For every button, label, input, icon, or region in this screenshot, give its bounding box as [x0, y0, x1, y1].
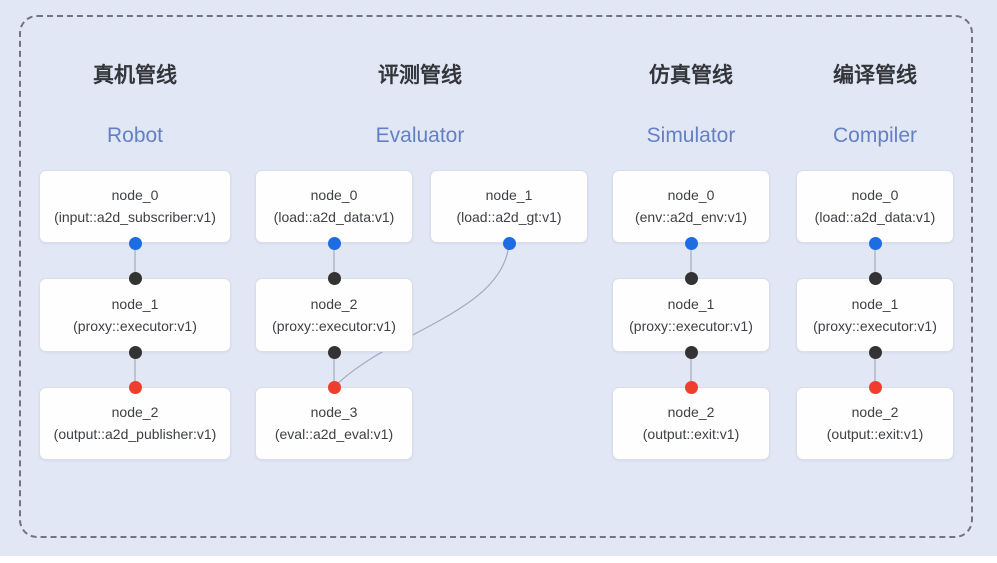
red-port-dot [128, 380, 142, 394]
node-label: node_0 [111, 187, 159, 203]
pipeline-node: node_2(output::exit:v1) [796, 387, 954, 460]
node-sublabel: (input::a2d_subscriber:v1) [54, 209, 216, 225]
pipeline-node: node_2(proxy::executor:v1) [255, 278, 413, 352]
pipeline-node: node_1(proxy::executor:v1) [796, 278, 954, 352]
node-sublabel: (load::a2d_data:v1) [273, 209, 395, 225]
node-sublabel: (proxy::executor:v1) [272, 317, 396, 334]
pipeline-node: node_0(env::a2d_env:v1) [612, 170, 770, 243]
pipeline-title-en: Evaluator [375, 124, 465, 147]
node-label: node_1 [667, 295, 715, 312]
pipeline-title-zh: 编译管线 [833, 64, 917, 87]
pipeline-node: node_1(load::a2d_gt:v1) [430, 170, 588, 243]
black-port-dot [128, 345, 142, 359]
node-sublabel: (proxy::executor:v1) [813, 317, 937, 334]
pipeline-title-zh: 真机管线 [93, 64, 177, 87]
pipeline-title-en: Compiler [832, 124, 918, 147]
pipeline-node: node_2(output::a2d_publisher:v1) [39, 387, 231, 460]
blue-port-dot [327, 236, 341, 250]
black-port-dot [327, 345, 341, 359]
blue-port-dot [502, 236, 516, 250]
node-label: node_3 [310, 404, 358, 420]
node-label: node_1 [851, 295, 899, 312]
node-label: node_1 [485, 187, 533, 203]
node-label: node_1 [111, 295, 159, 312]
pipeline-node: node_0(load::a2d_data:v1) [796, 170, 954, 243]
pipeline-title-en: Simulator [646, 124, 736, 147]
node-sublabel: (output::exit:v1) [826, 426, 924, 442]
node-sublabel: (output::exit:v1) [642, 426, 740, 442]
node-sublabel: (eval::a2d_eval:v1) [274, 426, 394, 442]
node-label: node_0 [667, 187, 715, 203]
black-port-dot [868, 345, 882, 359]
node-label: node_2 [310, 295, 358, 312]
black-port-dot [128, 271, 142, 285]
blue-port-dot [684, 236, 698, 250]
pipeline-title-en: Robot [106, 124, 164, 147]
black-port-dot [684, 345, 698, 359]
pipeline-node: node_3(eval::a2d_eval:v1) [255, 387, 413, 460]
blue-port-dot [128, 236, 142, 250]
red-port-dot [868, 380, 882, 394]
node-sublabel: (output::a2d_publisher:v1) [53, 426, 217, 442]
node-label: node_2 [667, 404, 715, 420]
node-sublabel: (proxy::executor:v1) [629, 317, 753, 334]
node-sublabel: (load::a2d_gt:v1) [456, 209, 562, 225]
node-label: node_0 [851, 187, 899, 203]
node-label: node_0 [310, 187, 358, 203]
blue-port-dot [868, 236, 882, 250]
node-label: node_2 [851, 404, 899, 420]
red-port-dot [684, 380, 698, 394]
pipeline-title-zh: 评测管线 [378, 64, 462, 87]
pipeline-node: node_1(proxy::executor:v1) [39, 278, 231, 352]
node-label: node_2 [111, 404, 159, 420]
black-port-dot [327, 271, 341, 285]
pipeline-node: node_0(input::a2d_subscriber:v1) [39, 170, 231, 243]
pipeline-node: node_1(proxy::executor:v1) [612, 278, 770, 352]
black-port-dot [684, 271, 698, 285]
pipeline-node: node_2(output::exit:v1) [612, 387, 770, 460]
node-sublabel: (load::a2d_data:v1) [814, 209, 936, 225]
node-sublabel: (proxy::executor:v1) [73, 317, 197, 334]
dashed-frame [19, 15, 973, 538]
black-port-dot [868, 271, 882, 285]
node-sublabel: (env::a2d_env:v1) [634, 209, 748, 225]
pipeline-title-zh: 仿真管线 [649, 64, 733, 87]
pipeline-node: node_0(load::a2d_data:v1) [255, 170, 413, 243]
red-port-dot [327, 380, 341, 394]
